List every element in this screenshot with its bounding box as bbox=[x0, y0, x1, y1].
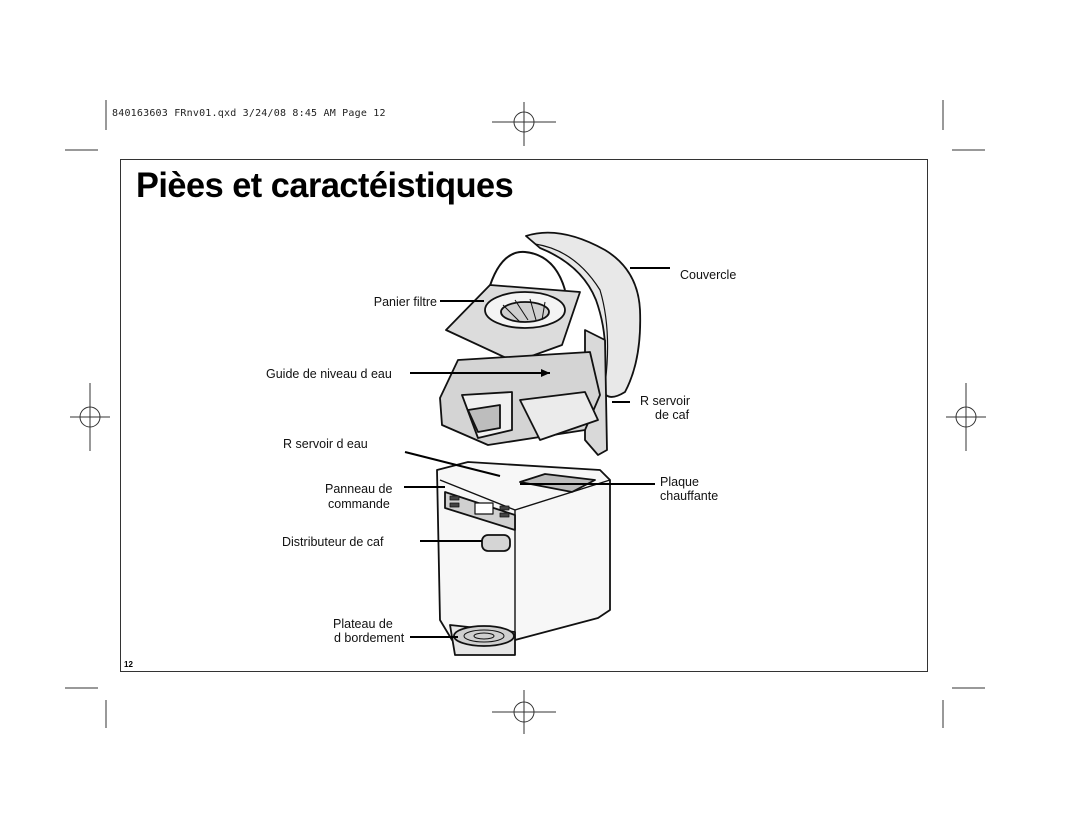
label-plaque-2: chauffante bbox=[660, 489, 719, 503]
label-plaque-1: Plaque bbox=[660, 475, 699, 489]
label-panneau-1: Panneau de bbox=[325, 482, 393, 496]
label-guide-niveau: Guide de niveau d eau bbox=[266, 367, 392, 381]
page-title: Pièes et caractéistiques bbox=[136, 166, 514, 205]
label-reservoir-cafe-2: de caf bbox=[655, 408, 690, 422]
label-panier-filtre: Panier filtre bbox=[373, 295, 437, 309]
label-panneau-2: commande bbox=[328, 497, 390, 511]
label-reservoir-cafe-1: R servoir bbox=[640, 394, 691, 408]
print-slug: 840163603 FRnv01.qxd 3/24/08 8:45 AM Pag… bbox=[112, 108, 386, 119]
arrow-head bbox=[541, 369, 550, 377]
label-reservoir-eau: R servoir d eau bbox=[283, 437, 368, 451]
label-plateau-2: d bordement bbox=[334, 631, 405, 645]
lid-shape bbox=[525, 231, 642, 398]
content-frame bbox=[120, 159, 928, 672]
leader-reservoir-eau bbox=[404, 451, 501, 477]
label-couvercle: Couvercle bbox=[680, 268, 737, 282]
page-number: 12 bbox=[124, 660, 133, 669]
label-plateau-1: Plateau de bbox=[333, 617, 393, 631]
label-distributeur: Distributeur de caf bbox=[282, 535, 384, 549]
